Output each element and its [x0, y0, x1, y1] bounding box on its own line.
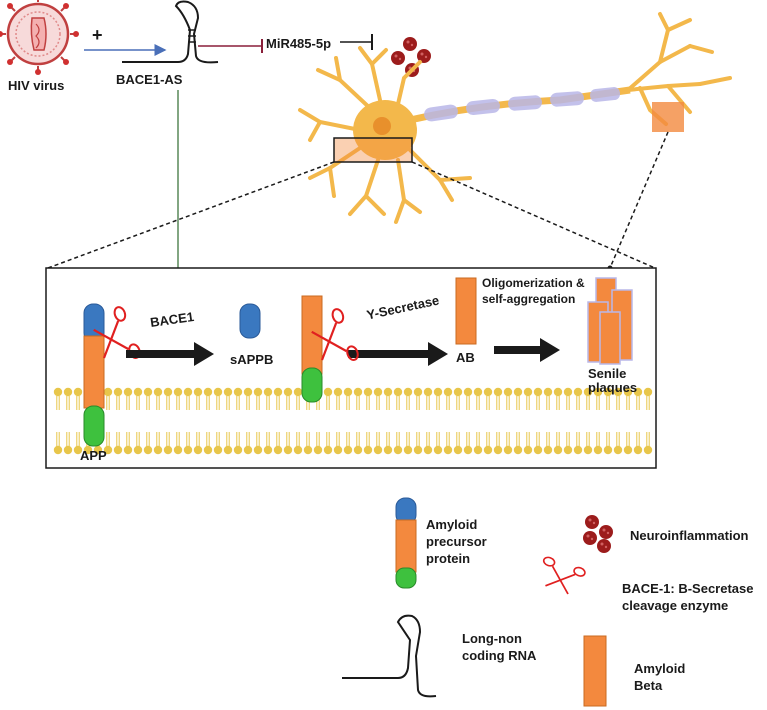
legend-app-icon [395, 497, 417, 589]
neuron-illustration [298, 12, 732, 224]
sappb-fragment [239, 303, 261, 339]
legend-line: cleavage enzyme [622, 598, 729, 613]
legend-amyloid-precursor-label: Amyloid precursor protein [426, 516, 487, 567]
legend-amyloid-beta-icon [583, 635, 607, 707]
app-label: APP [80, 448, 107, 463]
legend-lncrna-label: Long-non coding RNA [462, 630, 536, 664]
c99-fragment [301, 295, 323, 403]
legend-neuroinflammation-label: Neuroinflammation [630, 528, 749, 543]
legend-neuroinflammation-icon [583, 515, 613, 553]
legend-amyloid-beta-label: Amyloid Beta [634, 660, 685, 694]
process-arrows [126, 338, 560, 366]
legend-line: Amyloid [634, 661, 686, 676]
plus-sign: + [92, 25, 103, 45]
membrane-zoom-box [333, 137, 413, 163]
mir485-label: MiR485-5p [266, 36, 332, 51]
legend-line: Long-non [462, 631, 522, 646]
hiv-virus-label: HIV virus [8, 78, 65, 93]
ab-label: AB [456, 350, 475, 365]
membrane-panel [45, 267, 657, 469]
legend-line: Amyloid [426, 517, 478, 532]
hiv-virus-icon [0, 0, 79, 75]
app-protein [83, 303, 105, 447]
senile-label: Senile [588, 366, 627, 381]
senile-plaque-stack [587, 277, 633, 365]
legend-scissors-icon [534, 554, 587, 598]
plaques-label: plaques [588, 380, 638, 395]
bace1as-label: BACE1-AS [116, 72, 183, 87]
self-aggregation-label: self-aggregation [482, 292, 576, 306]
sappb-label: sAPPB [230, 352, 274, 367]
legend-lncrna-icon [342, 614, 437, 698]
bace1as-rna-icon [122, 0, 219, 64]
legend-line: protein [426, 551, 471, 566]
legend-line: coding RNA [462, 648, 537, 663]
terminal-highlight-box [652, 102, 684, 132]
legend-line: Beta [634, 678, 663, 693]
legend-bace1-enzyme-label: BACE-1: B-Secretase cleavage enzyme [622, 580, 754, 614]
legend-line: BACE-1: B-Secretase [622, 581, 754, 596]
ab-fragment [455, 277, 477, 345]
oligomerization-label: Oligomerization & [482, 276, 585, 290]
legend-line: precursor [426, 534, 487, 549]
